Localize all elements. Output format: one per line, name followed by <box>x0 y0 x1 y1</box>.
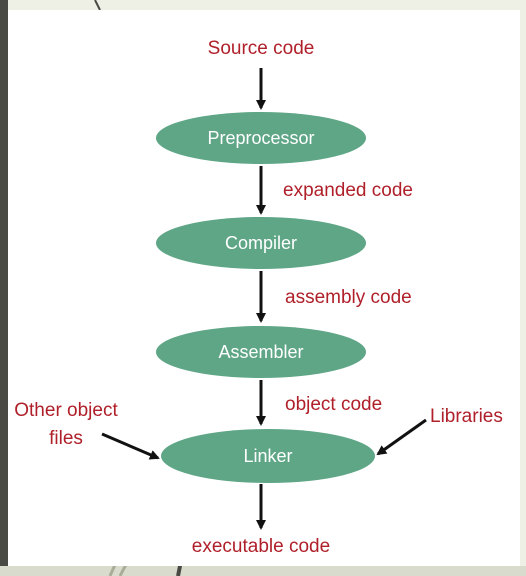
executable-code-label: executable code <box>192 536 330 557</box>
compiler-node <box>156 217 366 269</box>
assembler-node <box>156 326 366 378</box>
expanded-code-label: expanded code <box>283 180 413 201</box>
frame-bottom-strip <box>0 566 526 576</box>
compiler-label: Compiler <box>225 233 297 253</box>
assembler-label: Assembler <box>218 342 303 362</box>
preprocessor-node <box>156 112 366 164</box>
arrow-other-files-to-linker <box>101 432 160 460</box>
frame-left-bar <box>0 0 8 576</box>
assembly-code-label: assembly code <box>285 287 412 308</box>
source-code-label: Source code <box>208 38 315 59</box>
preprocessor-label: Preprocessor <box>207 128 314 148</box>
other-object-files-label-line1: Other object <box>14 400 118 421</box>
arrow-libraries-to-linker <box>376 418 427 456</box>
libraries-label: Libraries <box>430 406 503 427</box>
object-code-label: object code <box>285 394 382 415</box>
diagram-card: Source code Preprocessor expanded code C… <box>8 10 520 566</box>
compilation-flow-diagram: Source code Preprocessor expanded code C… <box>14 38 503 557</box>
linker-label: Linker <box>243 446 292 466</box>
frame-decor-top <box>94 0 101 11</box>
other-object-files-label-line2: files <box>49 428 83 449</box>
linker-node <box>161 429 375 483</box>
